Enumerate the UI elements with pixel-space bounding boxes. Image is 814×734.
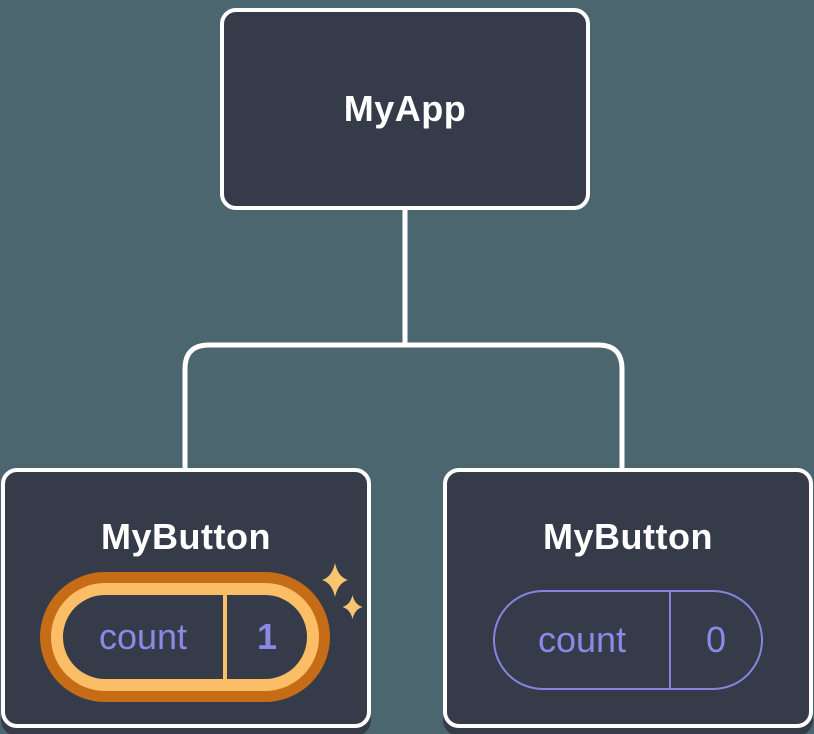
node-mybutton-right-label: MyButton: [543, 516, 713, 557]
node-myapp-label: MyApp: [343, 88, 467, 129]
state-name: count: [537, 619, 627, 660]
node-mybutton-right: MyButton count 0: [443, 468, 813, 728]
node-mybutton-left: MyButton count 1: [1, 468, 371, 728]
state-value-cell: 1: [223, 595, 307, 679]
state-name-cell: count: [63, 595, 223, 679]
state-pill-content: count 1: [63, 595, 307, 679]
state-pill-highlighted: count 1: [40, 572, 330, 702]
state-value-cell: 0: [669, 592, 761, 688]
state-pill-highlight-ring: count 1: [51, 583, 319, 691]
node-myapp: MyApp: [220, 8, 590, 210]
state-name-cell: count: [495, 592, 669, 688]
state-name: count: [98, 616, 188, 657]
node-mybutton-left-label: MyButton: [101, 516, 271, 557]
sparkle-icon: [322, 563, 363, 619]
state-pill-plain: count 0: [493, 590, 763, 690]
state-value: 1: [256, 616, 278, 657]
state-value: 0: [705, 619, 727, 660]
